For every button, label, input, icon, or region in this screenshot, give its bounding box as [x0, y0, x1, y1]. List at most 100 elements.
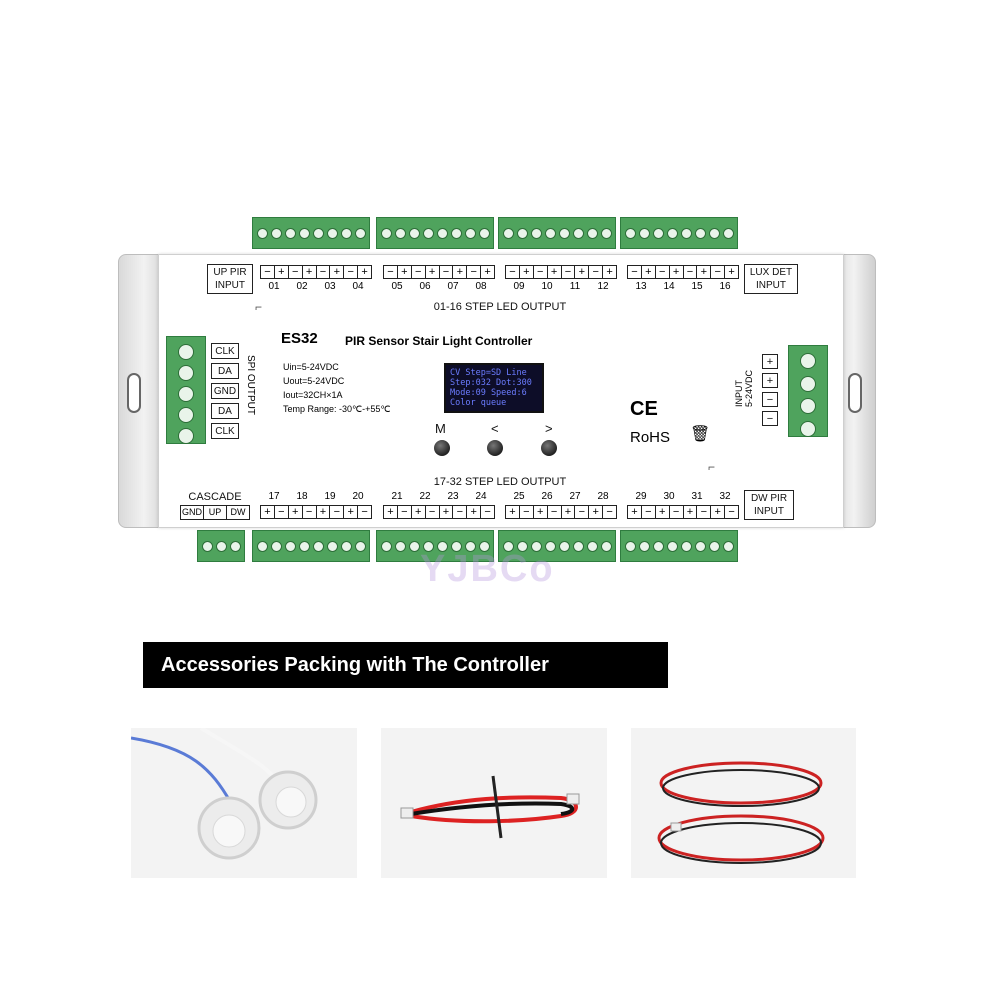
channel-number: 25 — [513, 491, 525, 502]
terminal-block-top-4 — [620, 217, 738, 249]
terminal-screw — [530, 227, 542, 239]
polarity-strip: −+−+−+−+ — [383, 265, 495, 279]
channel-number: 21 — [391, 491, 403, 502]
button-m-label: M — [435, 421, 446, 436]
polarity-strip: +−+−+−+− — [260, 505, 372, 519]
stair-icon: ⌐ — [255, 300, 263, 314]
channel-number: 07 — [447, 281, 459, 292]
channel-number: 12 — [597, 281, 609, 292]
terminal-screw — [680, 227, 692, 239]
spec-line: Uout=5-24VDC — [283, 376, 345, 386]
channel-number: 23 — [447, 491, 459, 502]
terminal-screw — [326, 227, 338, 239]
channel-number: 22 — [419, 491, 431, 502]
terminal-screw — [638, 540, 650, 552]
terminal-screw — [270, 227, 282, 239]
terminal-screw — [708, 227, 720, 239]
terminal-screw — [340, 227, 352, 239]
terminal-screw — [178, 428, 194, 445]
terminal-block-bottom-2 — [376, 530, 494, 562]
stair-icon: ⌐ — [708, 460, 716, 474]
channel-number: 01 — [268, 281, 280, 292]
channel-number: 24 — [475, 491, 487, 502]
power-pin-label: − — [762, 411, 778, 426]
cascade-label: CASCADE — [180, 490, 250, 505]
terminal-screw — [326, 540, 338, 552]
polarity-strip: −+−+−+−+ — [505, 265, 617, 279]
terminal-screw — [502, 540, 514, 552]
channel-number: 10 — [541, 281, 553, 292]
terminal-screw — [178, 385, 194, 402]
terminal-screw — [694, 227, 706, 239]
power-pin-label: − — [762, 392, 778, 407]
terminal-screw — [708, 540, 720, 552]
terminal-screw — [652, 227, 664, 239]
terminal-screw — [600, 540, 612, 552]
terminal-screw — [270, 540, 282, 552]
terminal-screw — [600, 227, 612, 239]
next-button[interactable] — [541, 440, 557, 456]
button-prev-label: < — [491, 421, 499, 436]
terminal-screw — [340, 540, 352, 552]
polarity-strip: −+−+−+−+ — [627, 265, 739, 279]
channel-number: 19 — [324, 491, 336, 502]
channel-number: 26 — [541, 491, 553, 502]
channel-number: 27 — [569, 491, 581, 502]
terminal-screw — [572, 227, 584, 239]
terminal-screw — [694, 540, 706, 552]
top-output-label: 01-16 STEP LED OUTPUT — [433, 301, 567, 313]
channel-number: 16 — [719, 281, 731, 292]
oled-line: CV Step=SD Line — [450, 368, 527, 378]
model-label: ES32 — [281, 330, 318, 347]
terminal-screw — [478, 227, 490, 239]
spec-line: Temp Range: -30℃-+55℃ — [283, 404, 391, 414]
channel-number: 08 — [475, 281, 487, 292]
terminal-screw — [256, 540, 268, 552]
terminal-screw — [464, 540, 476, 552]
oled-line: Step:032 Dot:300 — [450, 378, 532, 388]
channel-number: 09 — [513, 281, 525, 292]
accessories-banner: Accessories Packing with The Controller — [143, 642, 668, 688]
spi-output-label: SPI OUTPUT — [245, 355, 256, 416]
lux-det-input-label: LUX DET INPUT — [744, 264, 798, 294]
terminal-screw — [201, 540, 213, 552]
terminal-screw — [178, 343, 194, 360]
spi-pin-label: DA — [211, 363, 239, 379]
channel-number: 17 — [268, 491, 280, 502]
polarity-strip: +−+−+−+− — [627, 505, 739, 519]
channel-number: 30 — [663, 491, 675, 502]
bottom-output-label: 17-32 STEP LED OUTPUT — [433, 476, 567, 488]
right-mount-slot — [848, 373, 862, 413]
mode-button[interactable] — [434, 440, 450, 456]
spi-pin-label: CLK — [211, 343, 239, 359]
power-pin-label: + — [762, 354, 778, 369]
terminal-screw — [680, 540, 692, 552]
channel-numbers: 21 22 23 24 — [383, 491, 495, 502]
terminal-screw — [624, 540, 636, 552]
terminal-screw — [586, 227, 598, 239]
button-next-label: > — [545, 421, 553, 436]
terminal-screw — [666, 540, 678, 552]
power-pin-label: + — [762, 373, 778, 388]
prev-button[interactable] — [487, 440, 503, 456]
terminal-screw — [408, 540, 420, 552]
channel-number: 05 — [391, 281, 403, 292]
wires-photo — [631, 728, 856, 878]
terminal-block-spi — [166, 336, 206, 445]
terminal-screw — [422, 227, 434, 239]
spi-pin-label: DA — [211, 403, 239, 419]
channel-number: 03 — [324, 281, 336, 292]
cascade-pin-label: DW — [230, 507, 246, 517]
polarity-strip: +−+−+−+− — [383, 505, 495, 519]
terminal-screw — [516, 227, 528, 239]
terminal-screw — [380, 227, 392, 239]
terminal-screw — [624, 227, 636, 239]
terminal-screw — [544, 540, 556, 552]
terminal-screw — [284, 227, 296, 239]
ce-mark: CE — [630, 398, 658, 420]
